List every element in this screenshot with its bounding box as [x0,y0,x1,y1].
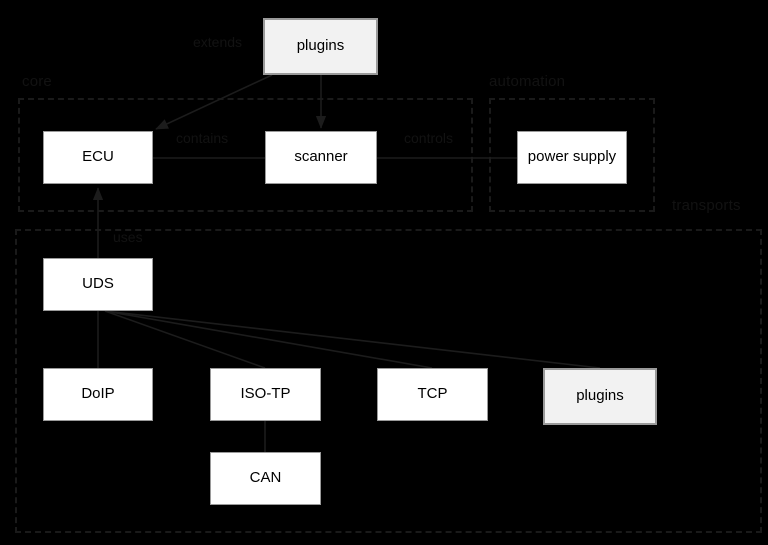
node-doip-label: DoIP [81,385,115,403]
edge-label-controls: controls [404,130,454,146]
node-ecu[interactable]: ECU [43,131,153,184]
group-automation-label: automation [489,73,566,90]
node-uds-label: UDS [82,275,114,293]
node-scanner[interactable]: scanner [265,131,377,184]
node-tcp[interactable]: TCP [377,368,488,421]
node-can[interactable]: CAN [210,452,321,505]
node-uds[interactable]: UDS [43,258,153,311]
edge-label-uses: uses [113,229,143,245]
node-can-label: CAN [249,469,282,487]
group-automation [489,98,655,212]
group-core-label: core [22,73,52,90]
edge-label-extends: extends [193,34,243,50]
node-ecu-label: ECU [82,148,114,166]
node-power-supply[interactable]: power supply [517,131,627,184]
node-power-supply-label: power supply [527,148,617,166]
node-plugins-bottom-label: plugins [576,387,624,405]
node-iso-tp[interactable]: ISO-TP [210,368,321,421]
node-iso-tp-label: ISO-TP [240,385,291,403]
edge-label-contains: contains [176,130,229,146]
node-plugins-top-label: plugins [296,37,345,55]
node-plugins-top[interactable]: plugins [263,18,378,75]
group-transports [15,229,762,533]
group-transports-label: transports [672,197,741,214]
node-doip[interactable]: DoIP [43,368,153,421]
node-plugins-bottom[interactable]: plugins [543,368,657,425]
node-scanner-label: scanner [294,148,348,166]
node-tcp-label: TCP [417,385,448,403]
